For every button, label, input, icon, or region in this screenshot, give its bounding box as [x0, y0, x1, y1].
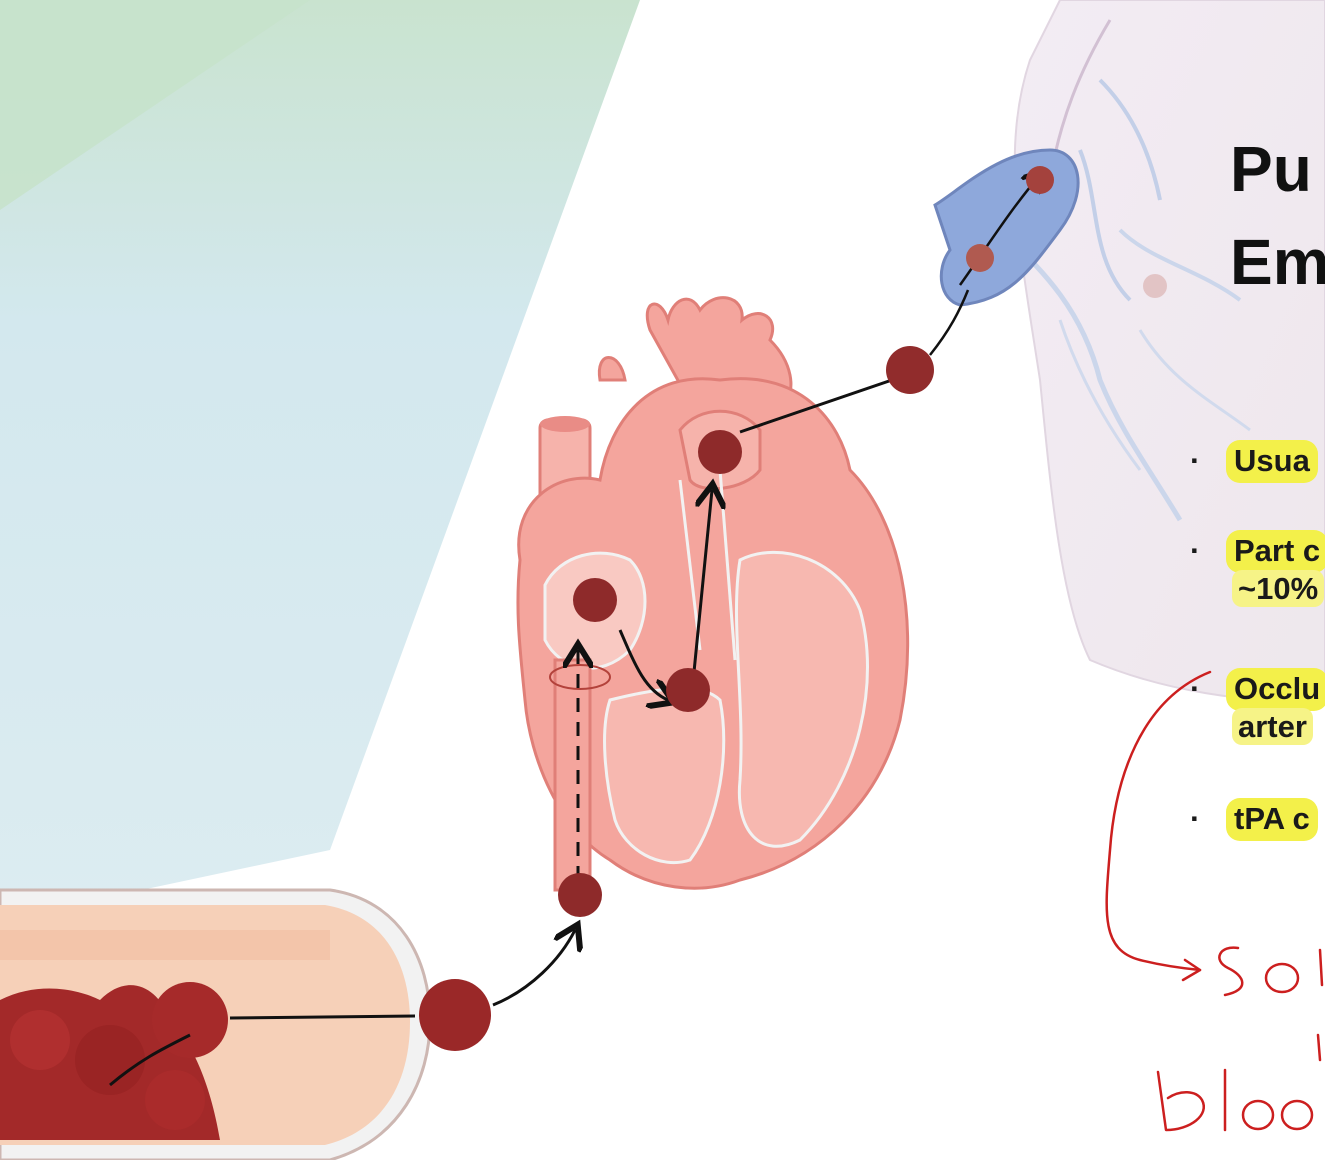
heart-illustration: [518, 298, 908, 890]
bullet-3-text-line2: arter: [1232, 708, 1313, 745]
bullet-2-text: Part c: [1226, 530, 1325, 573]
clot-in-right-ventricle: [666, 668, 710, 712]
vein-with-thrombus: [0, 873, 602, 1160]
bullet-dot: ·: [1190, 532, 1200, 569]
bullet-dot: ·: [1190, 800, 1200, 837]
slide-title-line-1: Pu: [1230, 137, 1312, 201]
bullet-4-text: tPA c: [1226, 798, 1318, 841]
clot-breaking-off: [152, 982, 228, 1058]
clot-entering-vena-cava: [558, 873, 602, 917]
clot-in-artery-upper: [1026, 166, 1054, 194]
clot-in-pulmonary-trunk: [698, 430, 742, 474]
bullet-1-text: Usua: [1226, 440, 1318, 483]
bullet-dot: ·: [1190, 670, 1200, 707]
clot-in-artery-lower: [966, 244, 994, 272]
clot-in-vessel: [419, 979, 491, 1051]
clot-traveling-to-lung: [886, 346, 934, 394]
bullet-dot: ·: [1190, 442, 1200, 479]
clot-in-right-atrium: [573, 578, 617, 622]
bullet-3-text: Occlu: [1226, 668, 1325, 711]
bullet-2-text-line2: ~10%: [1232, 570, 1324, 607]
slide-title-line-2: Em: [1230, 230, 1325, 294]
